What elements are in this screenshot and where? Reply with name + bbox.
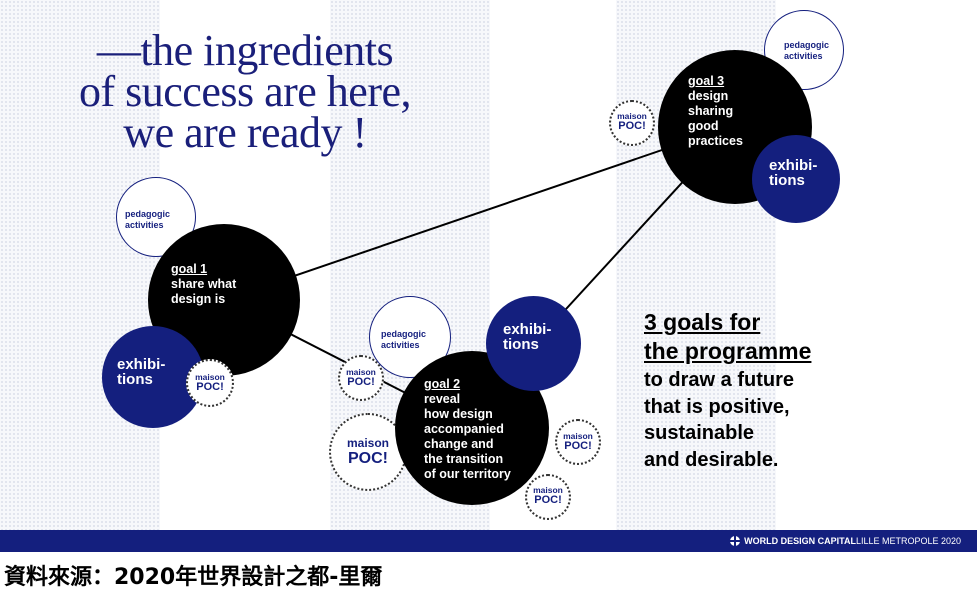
exhibitions-bubble (486, 296, 581, 391)
headline-line: we are ready ! (123, 108, 367, 157)
maison-poc-bubble (338, 355, 384, 401)
footer-bar: WORLD DESIGN CAPITAL LILLE METROPOLE 202… (0, 530, 977, 552)
connector-goal1-goal3 (223, 124, 736, 301)
goal2-title: goal 2 (424, 377, 461, 391)
summary-heading: 3 goals for the programme (644, 309, 812, 364)
exhibitions-label: exhibi-tions (769, 157, 818, 189)
goal3-title: goal 3 (688, 74, 725, 88)
exhibitions-label: exhibi-tions (503, 321, 552, 353)
maison-poc-bubble (555, 419, 601, 465)
headline-line: —the ingredients (96, 26, 394, 75)
exhibitions-bubble (752, 135, 840, 223)
background-stripe (0, 0, 160, 530)
footer-brand: WORLD DESIGN CAPITAL LILLE METROPOLE 202… (730, 535, 961, 547)
goal1-title: goal 1 (171, 262, 208, 276)
slide: —the ingredients of success are here, we… (0, 0, 844, 530)
maison-poc-bubble (329, 413, 407, 491)
maison-poc-bubble (186, 359, 234, 407)
source-caption: 資料來源：2020年世界設計之都-里爾 (4, 565, 383, 590)
headline: —the ingredients of success are here, we… (30, 26, 460, 157)
maison-poc-bubble (609, 100, 655, 146)
globe-icon (730, 536, 741, 546)
headline-line: of success are here, (78, 67, 412, 116)
maison-poc-bubble (525, 474, 571, 520)
exhibitions-label: exhibi-tions (117, 356, 166, 388)
